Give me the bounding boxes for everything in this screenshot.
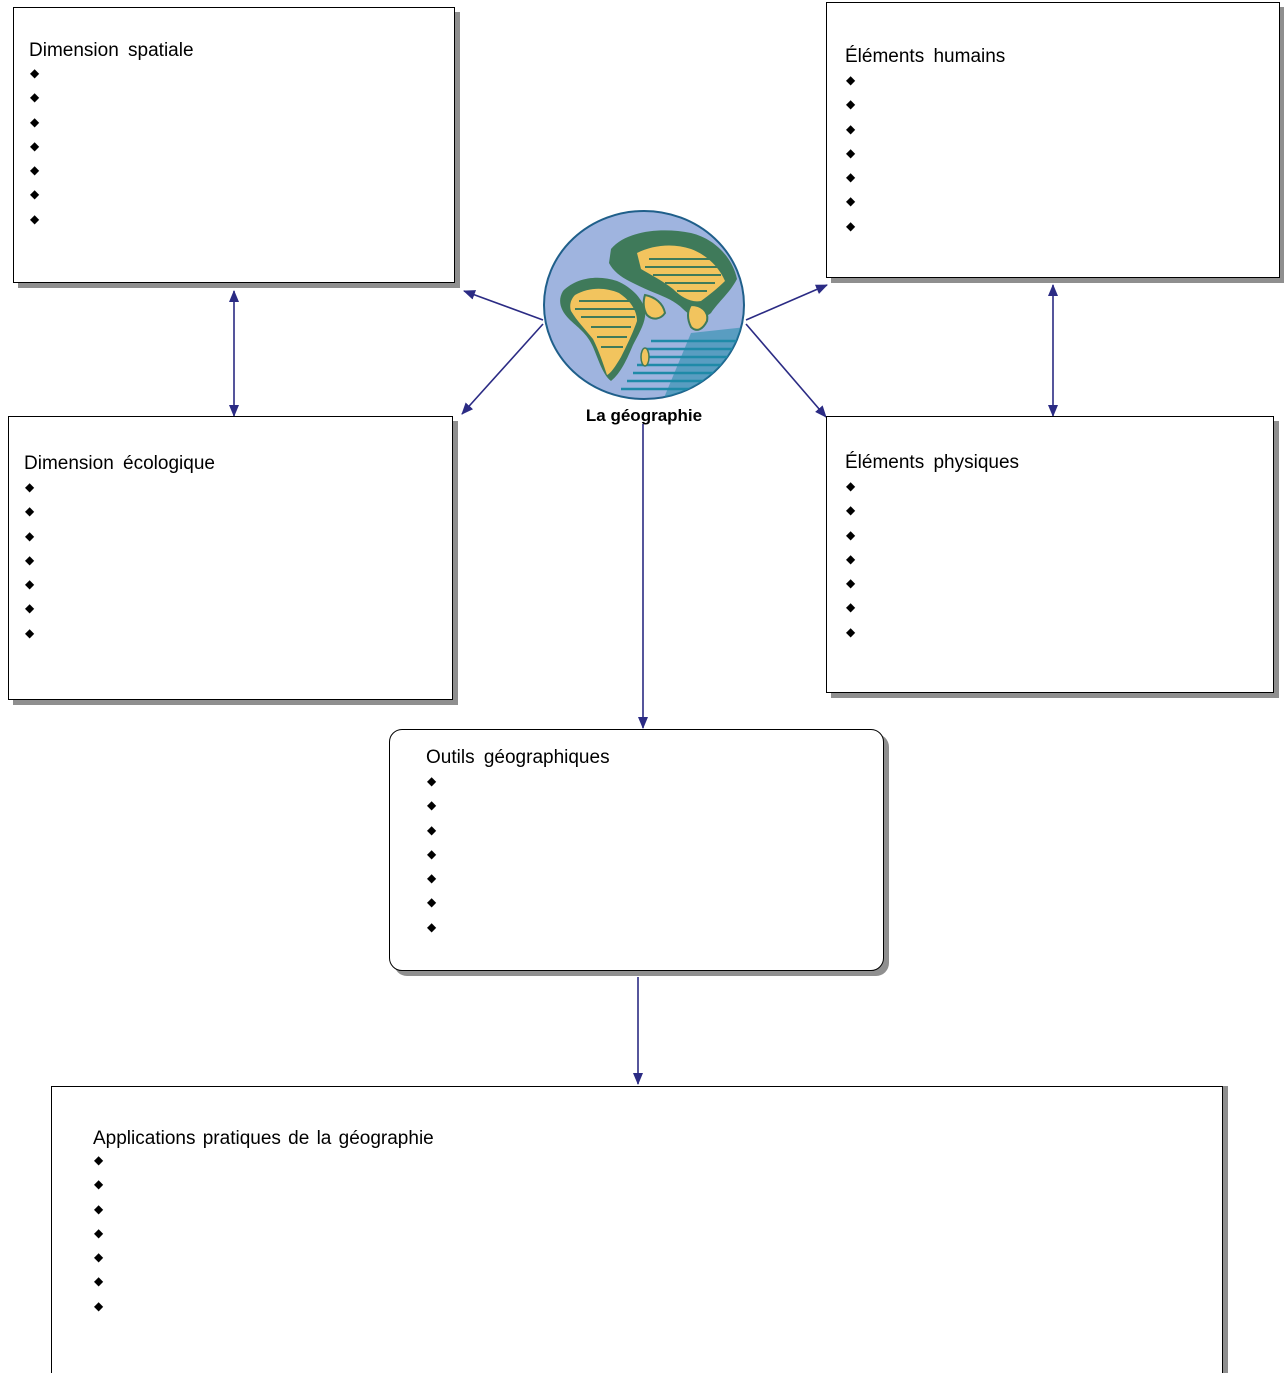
bullet-item: ◆ <box>846 145 856 160</box>
arrow-globe-to-ecologique <box>461 323 544 415</box>
bullet-item: ◆ <box>25 528 35 543</box>
bullet-item: ◆ <box>30 90 40 105</box>
bullet-item: ◆ <box>846 503 856 518</box>
bullet-item: ◆ <box>30 66 40 80</box>
box-title-outils: Outils géographiques <box>426 747 610 768</box>
bullet-item: ◆ <box>25 625 35 640</box>
bullet-item: ◆ <box>846 479 856 493</box>
box-title-applications: Applications pratiques de la géographie <box>93 1128 434 1149</box>
bullet-item: ◆ <box>94 1153 104 1167</box>
bullet-item: ◆ <box>25 577 35 592</box>
bullet-list-ecologique: ◆ ◆ ◆ ◆ ◆ ◆ ◆ <box>25 475 34 645</box>
bullet-item: ◆ <box>94 1225 104 1240</box>
bullet-item: ◆ <box>427 774 437 788</box>
bullet-item: ◆ <box>846 624 856 639</box>
bullet-item: ◆ <box>94 1201 104 1216</box>
bullet-item: ◆ <box>846 218 856 233</box>
box-applications-pratiques: Applications pratiques de la géographie … <box>51 1086 1223 1373</box>
bullet-item: ◆ <box>846 121 856 136</box>
box-dimension-spatiale: Dimension spatiale ◆ ◆ ◆ ◆ ◆ ◆ ◆ <box>13 7 455 283</box>
bullet-list-physiques: ◆ ◆ ◆ ◆ ◆ ◆ ◆ <box>846 474 855 644</box>
bullet-item: ◆ <box>846 73 856 87</box>
box-elements-physiques: Éléments physiques ◆ ◆ ◆ ◆ ◆ ◆ ◆ <box>826 416 1274 693</box>
globe-caption: La géographie <box>585 406 703 425</box>
box-title-ecologique: Dimension écologique <box>24 453 215 474</box>
bullet-item: ◆ <box>94 1177 104 1192</box>
bullet-item: ◆ <box>30 138 40 153</box>
bullet-item: ◆ <box>846 97 856 112</box>
bullet-item: ◆ <box>427 919 437 934</box>
bullet-item: ◆ <box>846 600 856 615</box>
box-dimension-ecologique: Dimension écologique ◆ ◆ ◆ ◆ ◆ ◆ ◆ <box>8 416 453 700</box>
bullet-item: ◆ <box>94 1298 104 1313</box>
box-title-spatiale: Dimension spatiale <box>29 40 194 61</box>
bullet-item: ◆ <box>30 163 40 178</box>
bullet-list-outils: ◆ ◆ ◆ ◆ ◆ ◆ ◆ <box>427 769 436 939</box>
bullet-item: ◆ <box>427 822 437 837</box>
box-title-physiques: Éléments physiques <box>845 452 1020 473</box>
bullet-item: ◆ <box>25 552 35 567</box>
globe-icon <box>543 210 745 400</box>
bullet-list-spatiale: ◆ ◆ ◆ ◆ ◆ ◆ ◆ <box>30 61 39 231</box>
box-title-humains: Éléments humains <box>845 46 1006 67</box>
bullet-item: ◆ <box>846 551 856 566</box>
bullet-item: ◆ <box>30 211 40 226</box>
bullet-item: ◆ <box>846 576 856 591</box>
bullet-item: ◆ <box>30 187 40 202</box>
arrow-globe-to-spatiale <box>463 290 544 321</box>
bullet-item: ◆ <box>30 114 40 129</box>
bullet-item: ◆ <box>25 504 35 519</box>
arrow-globe-to-physiques <box>745 323 827 418</box>
bullet-item: ◆ <box>94 1250 104 1265</box>
bullet-list-applications: ◆ ◆ ◆ ◆ ◆ ◆ ◆ <box>94 1148 103 1318</box>
bullet-item: ◆ <box>25 601 35 616</box>
bullet-item: ◆ <box>427 871 437 886</box>
arrow-globe-to-humains <box>745 284 828 321</box>
bullet-item: ◆ <box>427 798 437 813</box>
bullet-item: ◆ <box>846 527 856 542</box>
bullet-item: ◆ <box>846 170 856 185</box>
bullet-item: ◆ <box>427 895 437 910</box>
box-outils-geographiques: Outils géographiques ◆ ◆ ◆ ◆ ◆ ◆ ◆ <box>389 729 884 971</box>
bullet-item: ◆ <box>25 480 35 494</box>
bullet-item: ◆ <box>427 846 437 861</box>
bullet-item: ◆ <box>94 1274 104 1289</box>
bullet-item: ◆ <box>846 194 856 209</box>
bullet-list-humains: ◆ ◆ ◆ ◆ ◆ ◆ ◆ <box>846 68 855 238</box>
box-elements-humains: Éléments humains ◆ ◆ ◆ ◆ ◆ ◆ ◆ <box>826 2 1280 278</box>
